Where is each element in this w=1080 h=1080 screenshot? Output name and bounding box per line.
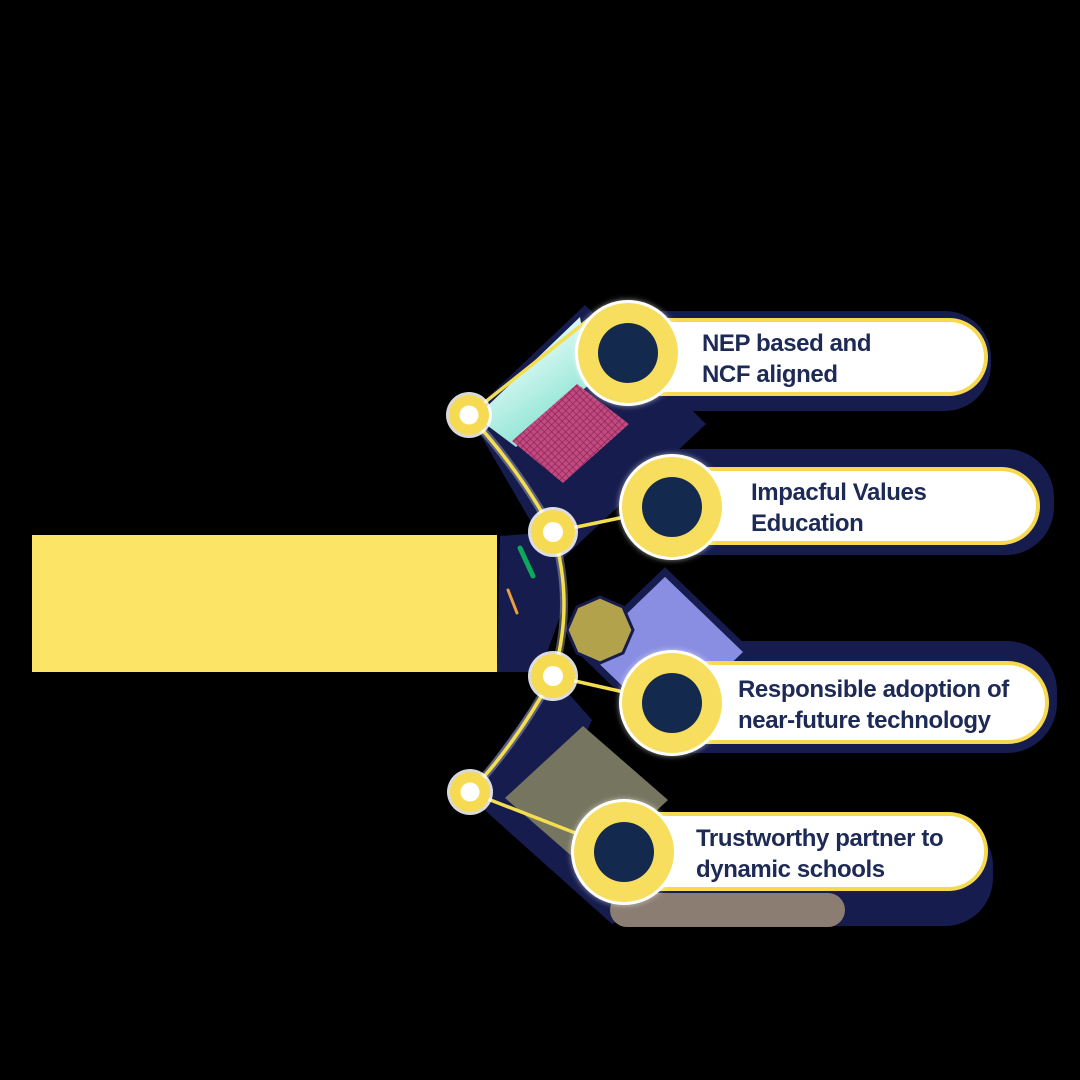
pill-bullet-icon <box>575 300 681 406</box>
isometric-box-side-face <box>512 384 629 483</box>
pill-line2: NCF aligned <box>702 361 838 388</box>
pill-label: Impacful Values Education <box>751 477 927 539</box>
pill-nep-ncf: NEP based and NCF aligned <box>575 300 988 406</box>
title-highlight-block <box>32 535 497 672</box>
pill-line1: NEP based and <box>702 330 872 357</box>
bullet-yellow-ring <box>622 653 722 753</box>
pill-values-education: Impacful Values Education <box>619 454 1040 560</box>
pill-bullet-icon <box>619 650 725 756</box>
timeline-node-1 <box>446 392 492 438</box>
pill-line1: Responsible adoption of <box>738 676 1009 703</box>
pill-trustworthy-partner: Trustworthy partner to dynamic schools <box>571 799 988 905</box>
bullet-navy-core <box>642 477 702 537</box>
pill-label: NEP based and NCF aligned <box>702 328 871 390</box>
bullet-navy-core <box>598 323 658 383</box>
bullet-yellow-ring <box>574 802 674 902</box>
bullet-yellow-ring <box>622 457 722 557</box>
bullet-yellow-ring <box>578 303 678 403</box>
timeline-spine <box>467 413 566 794</box>
pill-line2: near-future technology <box>738 707 991 734</box>
isometric-box-top-face <box>476 317 591 447</box>
pill-line1: Trustworthy partner to <box>696 825 944 852</box>
pill-bullet-icon <box>571 799 677 905</box>
pill-line2: dynamic schools <box>696 856 885 883</box>
pill-bullet-icon <box>619 454 725 560</box>
taupe-shadow-band <box>610 893 845 927</box>
pill-line2: Education <box>751 510 864 537</box>
khaki-octagon <box>565 595 635 665</box>
bullet-navy-core <box>642 673 702 733</box>
pill-label: Responsible adoption of near-future tech… <box>738 674 1009 736</box>
connector-line-1 <box>467 306 605 417</box>
timeline-node-3 <box>528 651 578 701</box>
timeline-node-2 <box>528 507 578 557</box>
bullet-navy-core <box>594 822 654 882</box>
green-sliver <box>517 545 536 579</box>
navy-wedge-mid <box>497 532 566 672</box>
pill-technology: Responsible adoption of near-future tech… <box>619 650 1049 756</box>
pill-line1: Impacful Values <box>751 479 927 506</box>
orange-sliver <box>506 588 519 615</box>
pill-label: Trustworthy partner to dynamic schools <box>696 823 944 885</box>
timeline-node-4 <box>447 769 493 815</box>
